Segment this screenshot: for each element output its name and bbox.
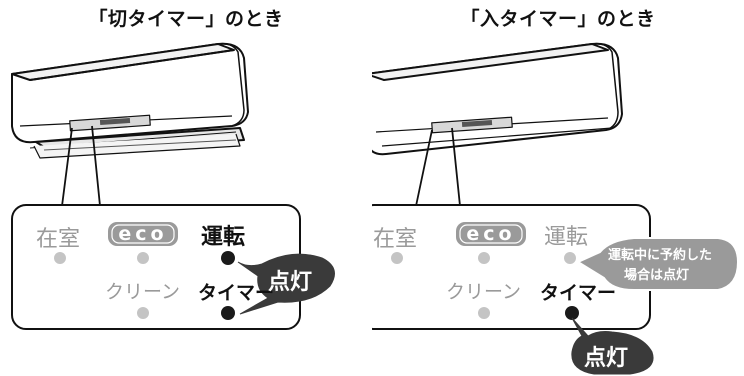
lamp-cleaning <box>137 307 149 319</box>
lamp-eco <box>478 252 490 264</box>
lamp-unten <box>221 251 235 265</box>
note-text-line2: 場合は点灯 <box>624 268 690 283</box>
lamp-timer <box>565 306 579 320</box>
callout-bubble <box>237 253 335 315</box>
lamp-eco <box>137 252 149 264</box>
lamp-zaishitsu <box>391 252 403 264</box>
callout-text: 点灯 <box>584 346 629 371</box>
lamp-zaishitsu <box>54 252 66 264</box>
note-bubble <box>575 237 740 291</box>
note-text-line1: 運転中に予約した <box>608 248 713 263</box>
callout-bubble <box>571 317 654 375</box>
air-conditioner-icon <box>11 42 249 159</box>
label-timer: タイマー <box>198 282 275 304</box>
air-conditioner-icon <box>372 42 623 156</box>
label-cleaning: クリーン <box>105 281 181 303</box>
right-panel: 「入タイマー」のとき 在室 eco 運転 クリーン <box>372 0 744 376</box>
lamp-timer <box>221 306 235 320</box>
left-panel-title: 「切タイマー」のとき <box>88 8 284 30</box>
label-zaishitsu: 在室 <box>36 227 81 252</box>
leader-line <box>61 125 101 207</box>
label-zaishitsu: 在室 <box>373 227 418 252</box>
label-cleaning: クリーン <box>446 281 522 303</box>
left-illustration <box>11 42 335 330</box>
eco-badge: eco <box>466 223 516 245</box>
lamp-unten <box>564 252 576 264</box>
label-timer: タイマー <box>540 282 617 304</box>
left-panel: 「切タイマー」のとき <box>11 8 335 330</box>
lamp-cleaning <box>478 307 490 319</box>
label-unten: 運転 <box>544 225 589 250</box>
label-unten: 運転 <box>201 225 246 250</box>
callout-text: 点灯 <box>268 270 313 295</box>
eco-badge: eco <box>118 223 168 245</box>
leader-line <box>415 127 461 207</box>
right-illustration <box>372 42 740 375</box>
right-panel-title: 「入タイマー」のとき <box>460 8 656 30</box>
